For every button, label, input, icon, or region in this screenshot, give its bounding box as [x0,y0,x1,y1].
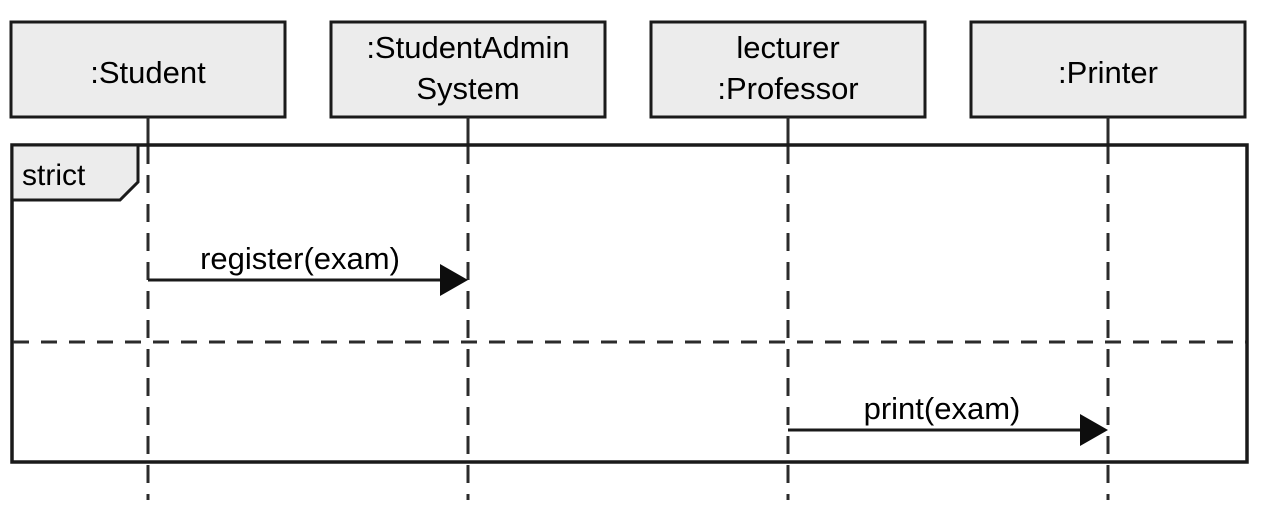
lifeline-head-box[interactable] [9,20,287,119]
lifeline-student[interactable]: :Student [9,20,287,500]
fragment-operator-tag[interactable] [10,143,140,202]
fragment-operator-label: strict [22,159,86,192]
combined-fragment-strict[interactable]: strict [10,143,1249,464]
lifeline-head-box[interactable] [649,20,927,119]
lifeline-label-line1: :StudentAdmin [366,30,569,65]
message-label: print(exam) [864,391,1021,426]
lifeline-label-line2: System [416,71,519,106]
message-label: register(exam) [200,241,400,276]
lifeline-label-line2: :Professor [717,71,858,106]
message-register-exam[interactable]: register(exam) [148,241,468,296]
fragment-border [10,143,1249,464]
message-arrowhead-icon [1080,414,1108,446]
lifeline-label-line1: lecturer [736,30,839,65]
lifeline-label-line2: :Student [90,55,206,90]
lifeline-head-box[interactable] [969,20,1247,119]
lifeline-student-admin-system[interactable]: :StudentAdmin System [329,20,607,500]
message-print-exam[interactable]: print(exam) [788,391,1108,446]
lifeline-label-line2: :Printer [1058,55,1158,90]
lifeline-lecturer-professor[interactable]: lecturer :Professor [649,20,927,500]
message-arrowhead-icon [440,264,468,296]
lifeline-printer[interactable]: :Printer [969,20,1247,500]
